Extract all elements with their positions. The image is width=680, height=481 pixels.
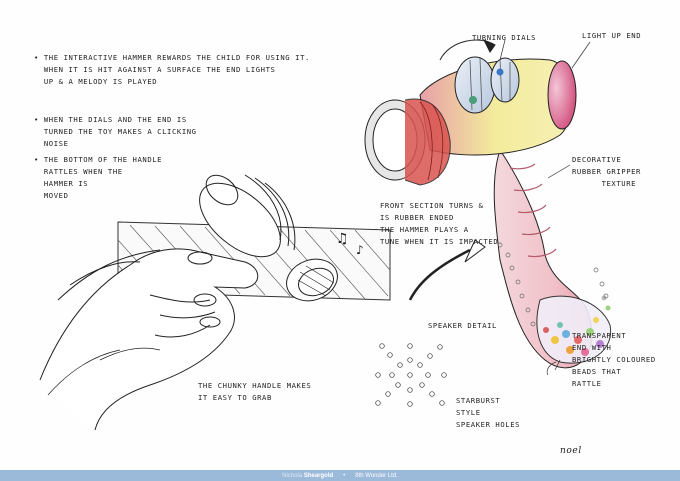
hand-sketch: ♫ ♪	[39, 174, 391, 431]
label-speaker-detail: SPEAKER DETAIL	[428, 321, 497, 330]
company-name: 8th Wonder Ltd.	[355, 472, 398, 479]
label-front-section: FRONT SECTION TURNS & IS RUBBER ENDED TH…	[380, 201, 499, 246]
label-decorative-gripper: DECORATIVE RUBBER GRIPPER TEXTURE	[572, 155, 641, 188]
hammer-render	[364, 38, 612, 369]
author-first-name: Nichola	[282, 472, 303, 479]
author-name: Nichola Sheargold	[282, 473, 333, 479]
note-dials-click: • WHEN THE DIALS AND THE END IS TURNED T…	[34, 115, 197, 148]
music-note-icon: ♫	[336, 231, 349, 247]
label-chunky-handle: THE CHUNKY HANDLE MAKES IT EASY TO GRAB	[198, 381, 312, 402]
signature: noel	[560, 446, 582, 456]
hammer-sketch: ♫ ♪	[39, 38, 612, 431]
label-transparent-end: TRANSPARENT END WITH BRIGHTLY COLOURED B…	[572, 331, 656, 388]
note-interactive-hammer: • THE INTERACTIVE HAMMER REWARDS THE CHI…	[34, 53, 310, 86]
footer-bar: Nichola Sheargold • 8th Wonder Ltd.	[0, 470, 680, 481]
label-turning-dials: TURNING DIALS	[472, 33, 537, 42]
starburst-speaker-holes	[375, 343, 447, 407]
label-starburst: STARBURST STYLE SPEAKER HOLES	[456, 396, 521, 429]
note-handle-rattles: • THE BOTTOM OF THE HANDLE RATTLES WHEN …	[34, 155, 163, 200]
label-light-up-end: LIGHT UP END	[582, 31, 642, 40]
footer-separator: •	[343, 472, 346, 479]
author-last-name: Sheargold	[303, 472, 334, 479]
sketch-sheet: ♫ ♪	[34, 31, 656, 456]
svg-text:♪: ♪	[356, 243, 364, 257]
